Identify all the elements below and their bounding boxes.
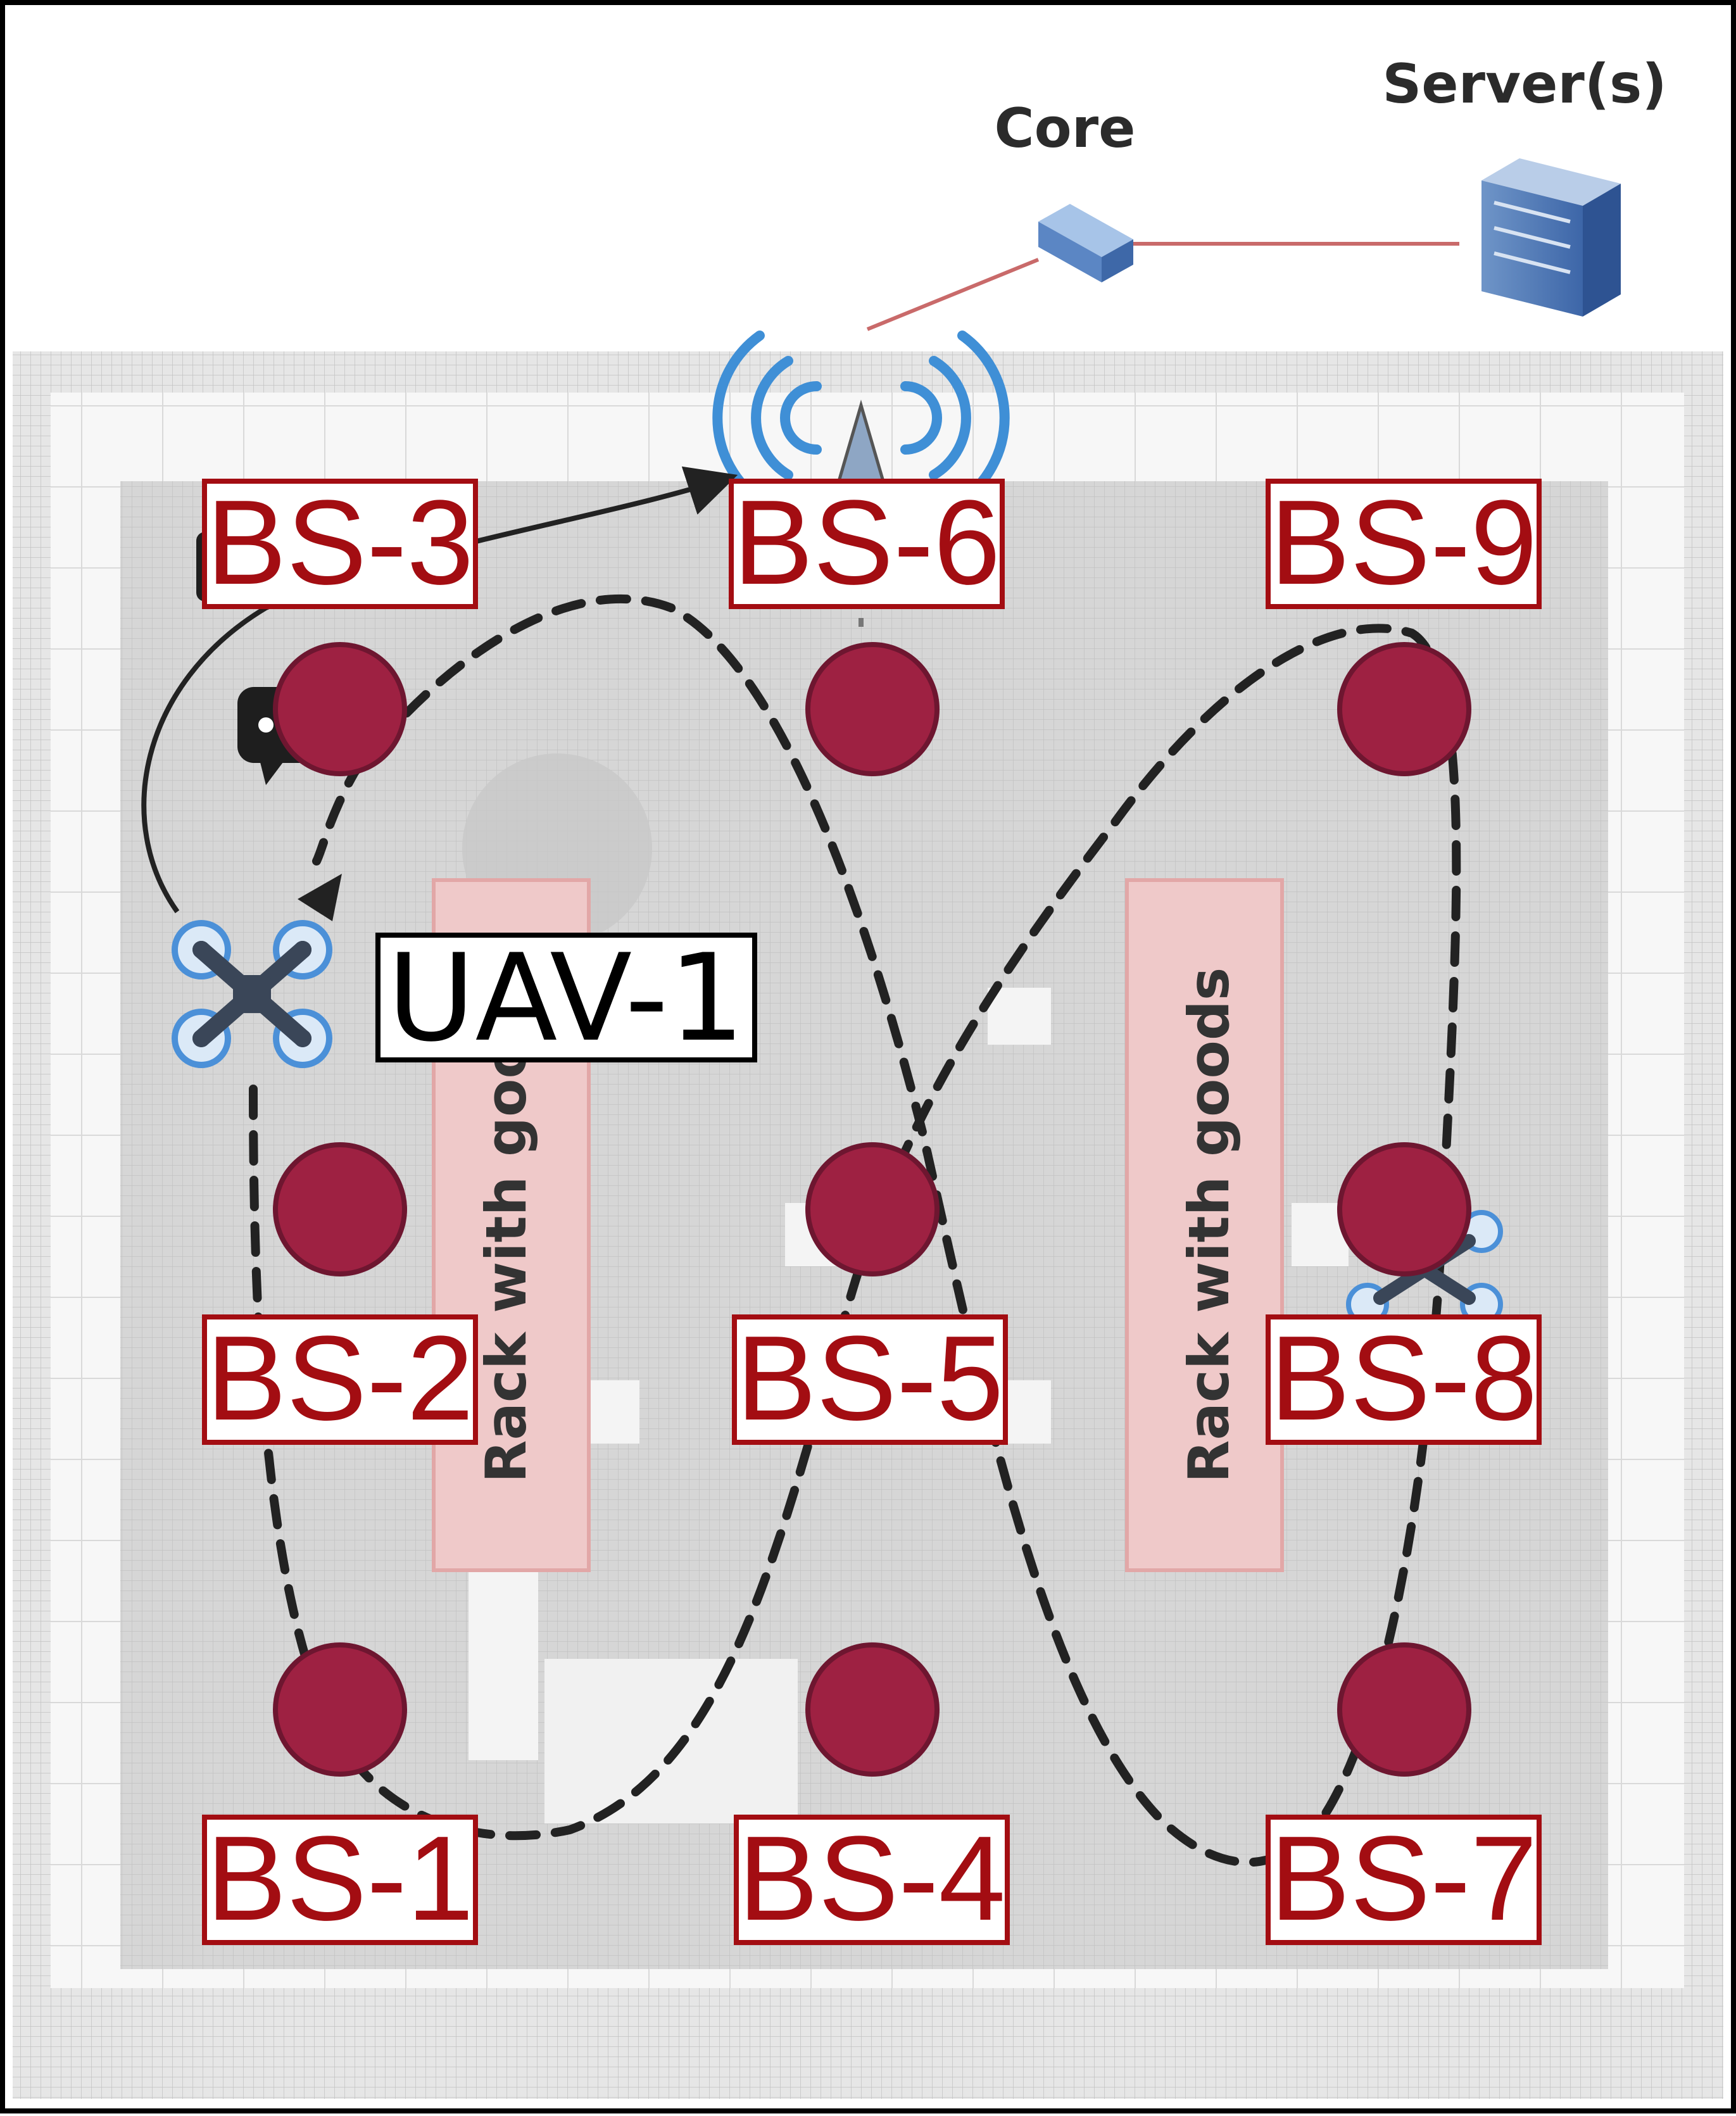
bs-6-marker: [805, 642, 940, 776]
bs-7-marker: [1337, 1642, 1471, 1777]
bs-3-label-text: BS-3: [206, 475, 474, 610]
bs-5-label-text: BS-5: [736, 1311, 1003, 1445]
bs-1-label-text: BS-1: [206, 1811, 474, 1946]
core-label: Core: [995, 97, 1136, 160]
bs-7-label-text: BS-7: [1270, 1811, 1537, 1946]
bs-9-label: BS-9: [1266, 475, 1542, 610]
uav-flight-path: [249, 594, 1461, 1867]
bs-6-label: BS-6: [729, 475, 1005, 610]
bs-6-label-text: BS-6: [733, 475, 1000, 610]
bs-7-label: BS-7: [1266, 1811, 1542, 1946]
antenna-core-link: [866, 258, 1040, 331]
bs-8-label: BS-8: [1266, 1311, 1542, 1445]
bs-1-label: BS-1: [202, 1811, 478, 1946]
bs-8-label-text: BS-8: [1270, 1311, 1537, 1445]
rack-right: Rack with goods: [1125, 878, 1284, 1572]
bs-3-marker: [273, 642, 407, 776]
bs-9-marker: [1337, 642, 1471, 776]
server-rack-icon: [1481, 158, 1621, 317]
bs-5-marker: [805, 1142, 940, 1276]
server-label: Server(s): [1382, 53, 1666, 116]
uav-label-text: UAV-1: [387, 928, 745, 1068]
bs-2-label: BS-2: [202, 1311, 478, 1445]
bs-2-marker: [273, 1142, 407, 1276]
rack-right-label: Rack with goods: [1176, 967, 1242, 1483]
bs-5-label: BS-5: [732, 1311, 1008, 1445]
bs-4-label: BS-4: [734, 1811, 1010, 1946]
bs-9-label-text: BS-9: [1270, 475, 1537, 610]
bs-1-marker: [273, 1642, 407, 1777]
uav-label: UAV-1: [375, 928, 757, 1068]
bs-3-label: BS-3: [202, 475, 478, 610]
trajectory-arrowhead: [298, 874, 342, 921]
bs-2-label-text: BS-2: [206, 1311, 474, 1445]
bs-4-marker: [805, 1642, 940, 1777]
quadcopter-icon: [172, 920, 332, 1068]
bs-8-marker: [1337, 1142, 1471, 1276]
dashed-trajectory: [249, 594, 1461, 1867]
base-station-markers: [273, 642, 1471, 1777]
bs-4-label-text: BS-4: [738, 1811, 1005, 1946]
network-backhaul: Core Server(s): [866, 53, 1667, 331]
router-icon: [1038, 204, 1133, 282]
